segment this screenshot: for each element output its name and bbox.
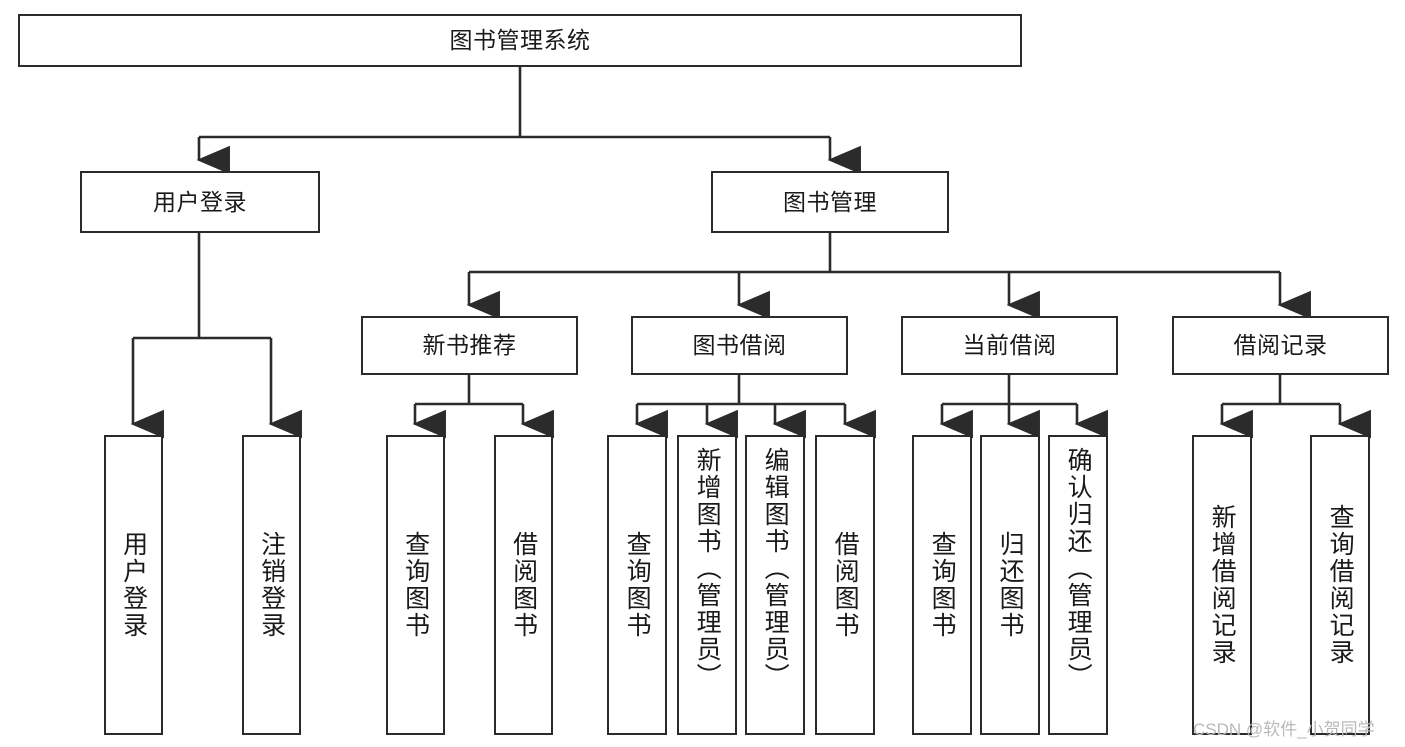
node-label: 确认归还（管理员） (1064, 447, 1093, 690)
node-label: 查询借阅记录 (1326, 504, 1355, 666)
leaf-query-book-current[interactable]: 查询图书 (912, 435, 972, 735)
node-label: 查询图书 (928, 531, 957, 639)
node-book-management[interactable]: 图书管理 (711, 171, 949, 233)
leaf-borrow-book[interactable]: 借阅图书 (815, 435, 875, 735)
leaf-query-borrow-record[interactable]: 查询借阅记录 (1310, 435, 1370, 735)
node-label: 注销登录 (257, 531, 286, 639)
node-borrowing-record[interactable]: 借阅记录 (1172, 316, 1389, 375)
node-label: 图书管理系统 (449, 27, 591, 54)
node-label: 新书推荐 (422, 332, 517, 359)
node-label: 查询图书 (401, 531, 430, 639)
leaf-query-book-recommend[interactable]: 查询图书 (386, 435, 445, 735)
node-label: 查询图书 (623, 531, 652, 639)
node-label: 用户登录 (119, 531, 148, 639)
node-label: 图书借阅 (692, 332, 787, 359)
node-label: 借阅图书 (509, 531, 538, 639)
node-label: 新增借阅记录 (1208, 504, 1237, 666)
node-label: 当前借阅 (962, 332, 1057, 359)
node-user-login[interactable]: 用户登录 (80, 171, 320, 233)
leaf-add-borrow-record[interactable]: 新增借阅记录 (1192, 435, 1252, 735)
leaf-return-book[interactable]: 归还图书 (980, 435, 1040, 735)
node-current-borrowing[interactable]: 当前借阅 (901, 316, 1118, 375)
leaf-borrow-book-recommend[interactable]: 借阅图书 (494, 435, 553, 735)
node-new-book-recommendation[interactable]: 新书推荐 (361, 316, 578, 375)
leaf-add-book-admin[interactable]: 新增图书（管理员） (677, 435, 737, 735)
node-label: 编辑图书（管理员） (761, 447, 790, 690)
leaf-user-login[interactable]: 用户登录 (104, 435, 163, 735)
node-label: 借阅记录 (1233, 332, 1328, 359)
node-label: 借阅图书 (831, 531, 860, 639)
node-book-borrowing[interactable]: 图书借阅 (631, 316, 848, 375)
node-label: 归还图书 (996, 531, 1025, 639)
leaf-logout[interactable]: 注销登录 (242, 435, 301, 735)
node-root-book-management-system[interactable]: 图书管理系统 (18, 14, 1022, 67)
leaf-confirm-return-admin[interactable]: 确认归还（管理员） (1048, 435, 1108, 735)
leaf-query-book-borrow[interactable]: 查询图书 (607, 435, 667, 735)
node-label: 图书管理 (783, 188, 877, 215)
leaf-edit-book-admin[interactable]: 编辑图书（管理员） (745, 435, 805, 735)
node-label: 新增图书（管理员） (693, 447, 722, 690)
node-label: 用户登录 (153, 188, 247, 215)
csdn-watermark: CSDN @软件_小贺同学 (1193, 720, 1375, 739)
